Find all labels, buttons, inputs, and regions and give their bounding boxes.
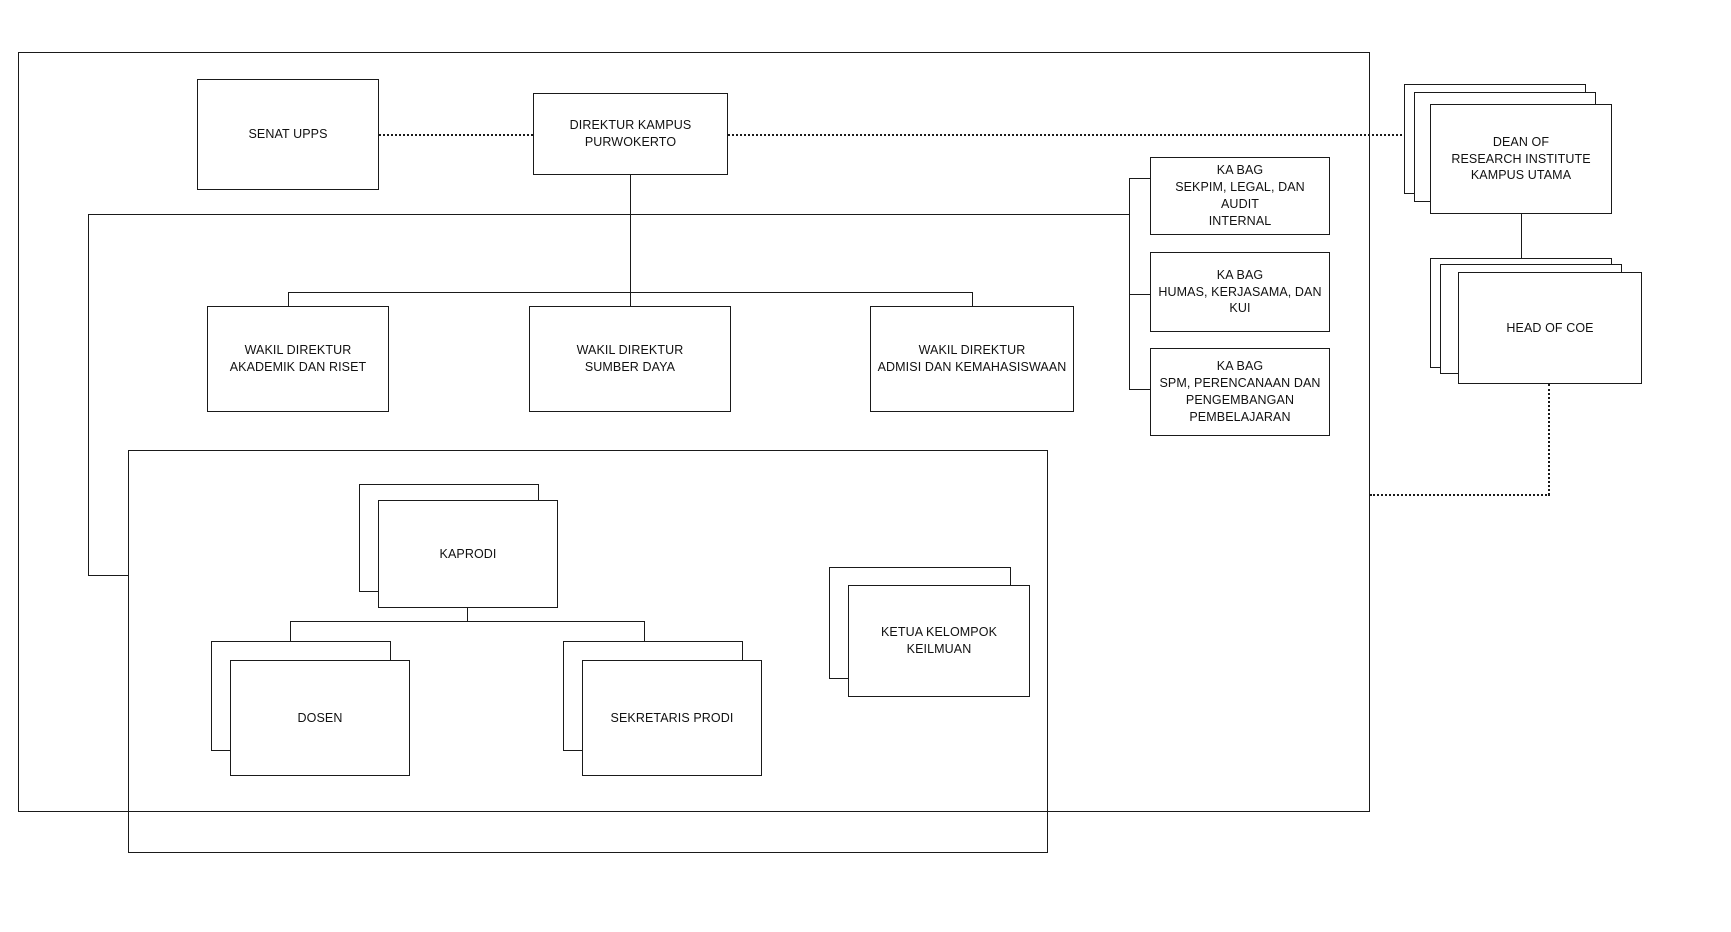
connector-senat-direktur-dotted: [379, 134, 533, 136]
node-head-of-coe-label: HEAD OF COE: [1506, 320, 1594, 335]
connector-kabag-stub-3: [1129, 389, 1150, 390]
node-dean-research-institute-label: DEAN OF RESEARCH INSTITUTE KAMPUS UTAMA: [1451, 134, 1591, 183]
node-kaprodi[interactable]: KAPRODI: [378, 500, 558, 608]
node-ketua-kelompok-keilmuan[interactable]: KETUA KELOMPOK KEILMUAN: [848, 585, 1030, 697]
node-wakil-direktur-admisi-label: WAKIL DIREKTUR ADMISI DAN KEMAHASISWAAN: [877, 343, 1067, 374]
connector-left-bracket-vertical: [88, 214, 89, 575]
node-wakil-direktur-sumber-daya[interactable]: WAKIL DIREKTUR SUMBER DAYA: [529, 306, 731, 412]
connector-prodi-bar: [290, 621, 644, 622]
node-kabag-sekpim-label: KA BAG SEKPIM, LEGAL, DAN AUDIT INTERNAL: [1175, 163, 1305, 228]
node-ketua-kelompok-keilmuan-label: KETUA KELOMPOK KEILMUAN: [880, 625, 998, 656]
connector-kabag-bracket-vertical: [1129, 178, 1130, 390]
node-dosen-label: DOSEN: [297, 710, 343, 725]
node-wakil-direktur-akademik-label: WAKIL DIREKTUR AKADEMIK DAN RISET: [229, 343, 367, 374]
connector-dean-to-coe: [1521, 214, 1522, 263]
node-kabag-humas[interactable]: KA BAG HUMAS, KERJASAMA, DAN KUI: [1150, 252, 1330, 332]
connector-kabag-stub-2: [1129, 294, 1150, 295]
node-direktur-kampus-label: DIREKTUR KAMPUS PURWOKERTO: [569, 118, 692, 149]
node-head-of-coe[interactable]: HEAD OF COE: [1458, 272, 1642, 384]
node-wakil-direktur-admisi[interactable]: WAKIL DIREKTUR ADMISI DAN KEMAHASISWAAN: [870, 306, 1074, 412]
connector-wakil-left-drop: [288, 292, 289, 306]
node-senat-upps-label: SENAT UPPS: [248, 127, 328, 142]
node-kabag-humas-label: KA BAG HUMAS, KERJASAMA, DAN KUI: [1158, 267, 1322, 316]
connector-direktur-dean-dotted: [728, 134, 1430, 136]
connector-coe-down-dotted: [1548, 384, 1550, 495]
connector-wakil-right-drop: [972, 292, 973, 306]
node-dosen[interactable]: DOSEN: [230, 660, 410, 776]
node-senat-upps[interactable]: SENAT UPPS: [197, 79, 379, 190]
node-kabag-spm[interactable]: KA BAG SPM, PERENCANAAN DAN PENGEMBANGAN…: [1150, 348, 1330, 436]
node-dean-research-institute[interactable]: DEAN OF RESEARCH INSTITUTE KAMPUS UTAMA: [1430, 104, 1612, 214]
connector-main-bus: [88, 214, 1129, 215]
connector-kaprodi-drop: [467, 608, 468, 621]
node-wakil-direktur-sumber-daya-label: WAKIL DIREKTUR SUMBER DAYA: [576, 343, 684, 374]
connector-sekretaris-drop: [644, 621, 645, 641]
outer-boundary-frame: [18, 52, 1370, 812]
connector-dosen-drop: [290, 621, 291, 641]
node-sekretaris-prodi-label: SEKRETARIS PRODI: [610, 710, 734, 725]
connector-coe-left-dotted: [1370, 494, 1550, 496]
connector-direktur-spine: [630, 175, 631, 303]
connector-wakil-mid-drop: [630, 292, 631, 306]
node-kabag-sekpim[interactable]: KA BAG SEKPIM, LEGAL, DAN AUDIT INTERNAL: [1150, 157, 1330, 235]
node-direktur-kampus[interactable]: DIREKTUR KAMPUS PURWOKERTO: [533, 93, 728, 175]
node-wakil-direktur-akademik[interactable]: WAKIL DIREKTUR AKADEMIK DAN RISET: [207, 306, 389, 412]
node-kaprodi-label: KAPRODI: [439, 546, 497, 561]
node-kabag-spm-label: KA BAG SPM, PERENCANAAN DAN PENGEMBANGAN…: [1159, 359, 1321, 424]
connector-left-bracket-stub: [88, 575, 129, 576]
node-sekretaris-prodi[interactable]: SEKRETARIS PRODI: [582, 660, 762, 776]
connector-kabag-stub-1: [1129, 178, 1150, 179]
prodi-group-container: [128, 450, 1048, 853]
